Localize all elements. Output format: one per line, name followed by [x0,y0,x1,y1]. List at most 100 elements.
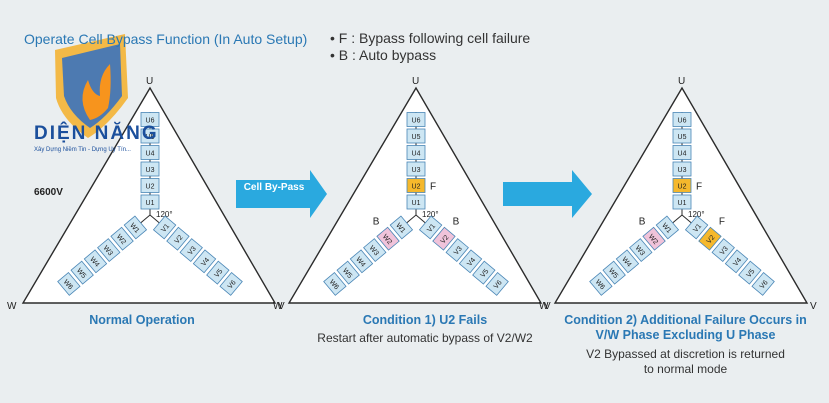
w-leg-wire [406,214,417,224]
cell-group-w6: W6 [589,271,613,296]
phase-w-label: W [273,301,283,312]
flag-f: F [696,182,702,193]
cell-label-v6: V6 [493,279,504,290]
cell-label-u2: U2 [146,184,155,191]
voltage-label: 6600V [34,187,63,198]
cell-w2 [642,226,666,251]
cell-u6 [406,112,426,127]
cell-label-u6: U6 [678,118,687,125]
cell-group-v5: V5 [206,260,230,285]
cell-group-w5: W5 [336,260,360,285]
cell-v3 [711,238,735,262]
cell-group-v2: V2 [432,226,456,251]
cell-u4 [672,145,692,160]
cell-label-v4: V4 [200,257,211,268]
cell-group-w3: W3 [363,238,387,262]
cell-u4 [140,145,160,160]
panel-3-subtext-line2: to normal mode [643,362,728,376]
cell-w6 [57,271,81,296]
cell-group-v5: V5 [472,260,496,285]
cell-label-v2: V2 [706,234,717,245]
flag-b: B [453,217,460,228]
cell-group-w2: W2 [642,226,666,251]
cell-u3 [672,161,692,177]
cell-label-u6: U6 [412,118,421,125]
cell-u6 [140,112,160,127]
cell-u2 [406,178,426,193]
phase-u-label: U [412,76,419,87]
angle-label: 120° [422,210,439,219]
v-leg-wire [415,214,426,224]
cell-w2 [376,226,400,251]
cell-group-w3: W3 [629,238,653,262]
cell-group-w4: W4 [83,249,108,274]
cell-v3 [179,238,203,262]
cell-group-v3: V3 [711,238,735,262]
cell-label-v1: V1 [692,223,703,234]
cell-group-v1: V1 [418,215,443,240]
cell-w6 [323,271,347,296]
cell-group-v3: V3 [445,238,469,262]
cell-label-v6: V6 [759,279,770,290]
cell-v2 [698,226,722,251]
cell-label-u4: U4 [412,151,421,158]
cell-v6 [219,271,243,296]
cell-label-v4: V4 [732,257,743,268]
cell-w5 [70,260,94,285]
cell-u4 [406,145,426,160]
logo-slogan: Xây Dựng Niềm Tin - Dựng Uy Tín... [34,147,131,153]
cell-label-v5: V5 [480,268,491,279]
cell-label-u3: U3 [412,167,421,174]
cell-group-v6: V6 [751,271,775,296]
cell-w1 [123,215,148,240]
cell-group-w6: W6 [323,271,347,296]
page-title: Operate Cell Bypass Function (In Auto Se… [24,31,308,47]
w-leg-wire [140,214,151,224]
cell-w3 [363,238,387,262]
cell-w5 [336,260,360,285]
cell-v4 [724,249,749,274]
panel-3-subtext-line1: V2 Bypassed at discretion is returned [586,347,785,361]
cell-group-v4: V4 [458,249,483,274]
cell-label-u5: U5 [146,134,155,141]
v-leg-wire [149,214,160,224]
cell-u5 [672,128,692,144]
cell-label-u1: U1 [146,200,155,207]
cell-group-v2: V2 [698,226,722,251]
cell-w1 [655,215,680,240]
cell-group-v4: V4 [192,249,217,274]
cell-group-w5: W5 [602,260,626,285]
cell-label-u1: U1 [678,200,687,207]
cell-w6 [589,271,613,296]
cell-label-u4: U4 [146,151,155,158]
cell-w4 [83,249,108,274]
cell-w4 [349,249,374,274]
cell-w3 [97,238,121,262]
cell-label-v2: V2 [174,234,185,245]
flame-shield-logo-icon [55,34,128,138]
cell-label-u1: U1 [412,200,421,207]
cell-v6 [751,271,775,296]
cell-group-w6: W6 [57,271,81,296]
cell-v2 [166,226,190,251]
cell-u1 [672,194,692,210]
cell-label-v1: V1 [160,223,171,234]
cell-u5 [140,128,160,144]
cell-v5 [206,260,230,285]
cell-group-v4: V4 [724,249,749,274]
cell-w3 [629,238,653,262]
legend-failure: • F : Bypass following cell failure [330,30,531,46]
logo-text: DIỆN NĂNG [34,123,159,144]
cell-group-w2: W2 [110,226,134,251]
cell-label-v5: V5 [214,268,225,279]
transition-arrow-icon [503,170,592,218]
cell-group-v6: V6 [485,271,509,296]
cell-u1 [140,194,160,210]
cell-group-w5: W5 [70,260,94,285]
flag-b: B [373,217,380,228]
cell-group-v2: V2 [166,226,190,251]
cell-u5 [406,128,426,144]
phase-w-label: W [539,301,549,312]
cell-label-v3: V3 [453,245,464,256]
